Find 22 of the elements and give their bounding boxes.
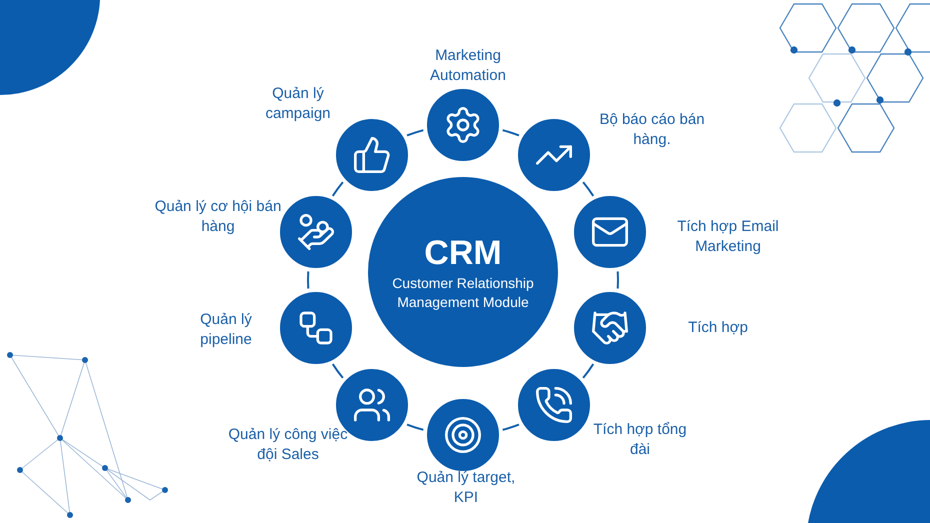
feature-label: Marketing Automation xyxy=(429,46,507,86)
ring-connector xyxy=(582,181,594,197)
feature-label: Tích hợp Email Marketing xyxy=(676,217,780,257)
ring-connector xyxy=(616,271,619,289)
feature-label: Quản lý campaign xyxy=(264,84,332,124)
ring-connector xyxy=(406,424,424,431)
feature-label: Quản lý công việc đội Sales xyxy=(227,425,349,465)
ring-connector xyxy=(332,181,344,197)
ring-connector xyxy=(502,424,520,431)
feature-label: Quản lý cơ hội bán hàng xyxy=(154,197,282,237)
ring-connector xyxy=(502,129,520,136)
feature-label: Quản lý pipeline xyxy=(199,310,253,350)
feature-label: Tích hợp tổng đài xyxy=(592,420,688,460)
ring-connector xyxy=(307,271,310,289)
feature-label: Bộ báo cáo bán hàng. xyxy=(598,110,706,150)
main-subtitle: Customer Relationship Management Module xyxy=(391,274,535,312)
ring-connector xyxy=(406,129,424,136)
ring-connector xyxy=(332,363,344,379)
feature-label: Quản lý target, KPI xyxy=(416,468,516,508)
main-title: CRM xyxy=(424,232,502,274)
ring-connector xyxy=(582,363,594,379)
feature-label: Tích hợp xyxy=(687,318,749,338)
